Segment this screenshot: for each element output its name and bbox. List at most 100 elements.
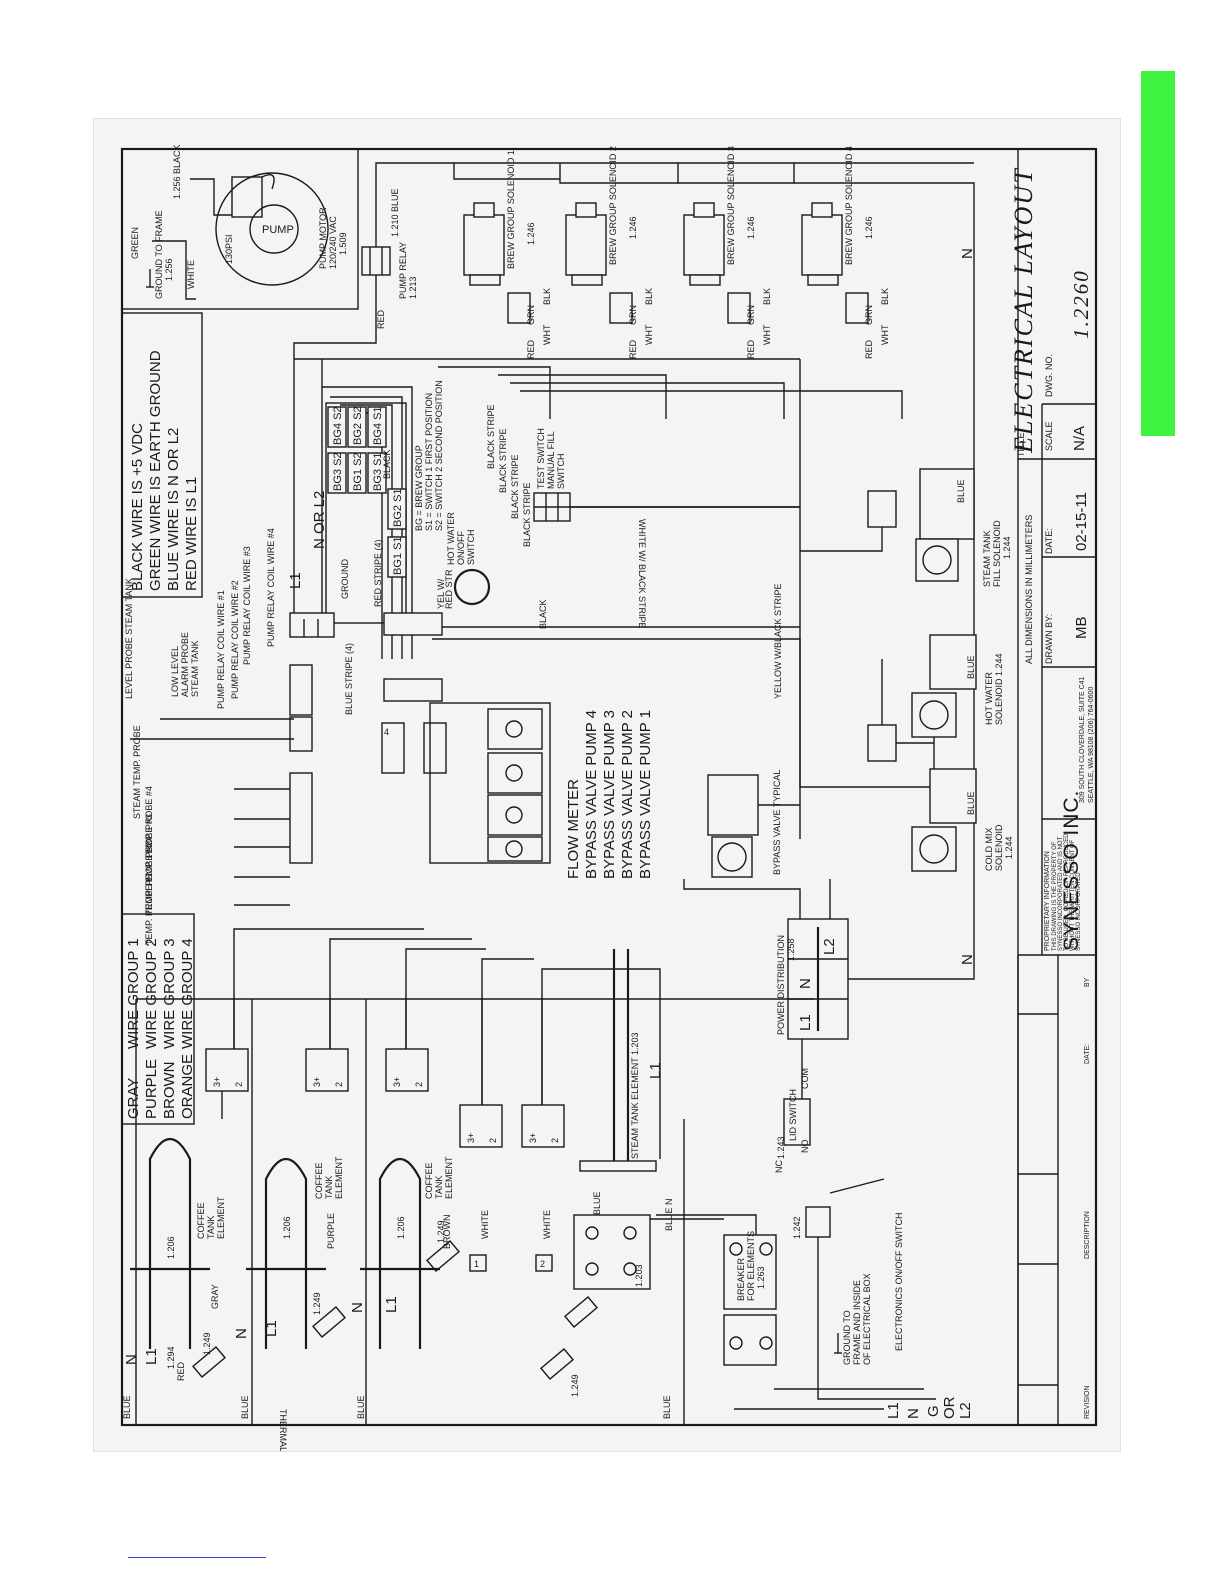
blue-stripe: BLUE STRIPE (4)	[344, 643, 354, 715]
feed-g: G	[925, 1405, 942, 1417]
pump-ground: GROUND TO FRAME	[154, 210, 164, 299]
probe-1: TEMP. PROBE #1	[144, 872, 154, 945]
cold-mix-2: SOLENOID	[994, 824, 1004, 871]
supply-l1: L1	[287, 572, 304, 589]
relay-5-pin-b: 2	[550, 1138, 560, 1143]
bypass-typical: BYPASS VALVE TYPICAL	[772, 770, 782, 875]
wire-harness	[294, 358, 964, 839]
svg-text:BG2 S1: BG2 S1	[392, 488, 404, 527]
thermal-limit: THERMAL LIMIT SWITCH	[278, 1409, 288, 1451]
lid-com: COM	[800, 1068, 810, 1089]
relay-2-pin-a: 3+	[312, 1077, 322, 1087]
proprietary-3: TO BE USED, COPIED OR REPRODUCED	[1064, 833, 1070, 951]
ground-box-2: FRAME AND INSIDE	[852, 1280, 862, 1365]
bg-key-3: S2 = SWITCH 2 SECOND POSITION	[434, 380, 444, 531]
dims-note: ALL DIMENSIONS IN MILLIMETERS	[1024, 515, 1034, 664]
probe-3: TEMP. PROBE #3	[144, 814, 154, 887]
electronics-switch	[805, 1206, 831, 1238]
sol1-red: RED	[526, 339, 536, 359]
company-address-1: 309 SOUTH CLOVERDALE, SUITE C41	[1079, 676, 1086, 803]
tag-bg1-s1	[387, 536, 407, 578]
coffee-1b: TANK	[206, 1216, 216, 1239]
sol3-grn: GRN	[746, 305, 756, 325]
probe-steam: STEAM TEMP. PROBE	[132, 725, 142, 819]
group-color-1: GRAY	[125, 1078, 142, 1119]
tag-bg1-s2	[347, 452, 367, 494]
lid-nc: NC	[774, 1160, 784, 1173]
wire-red: RED	[176, 1361, 186, 1381]
brew-solenoid-3-label: BREW GROUP SOLENOID 3	[726, 146, 736, 265]
brew-solenoids: BREW GROUP SOLENOID 1 1.246 GRN BLK WHT …	[453, 146, 976, 980]
hot-water-2: SOLENOID 1.244	[994, 653, 1004, 725]
ground-box-3: OF ELECTRICAL BOX	[862, 1273, 872, 1365]
cold-mix-1: COLD MIX	[984, 827, 994, 871]
coffee-3b: TANK	[434, 1176, 444, 1199]
black-stripe-4: BLACK STRIPE	[522, 482, 532, 547]
relay-4-pin-b: 2	[488, 1138, 498, 1143]
dwg-number: 1.2260	[1069, 269, 1093, 339]
low-level-2: ALARM PROBE	[180, 632, 190, 697]
misc-label-1: 1	[474, 1259, 479, 1269]
coffee-1a: COFFEE	[196, 1202, 206, 1239]
feed-l2: L2	[957, 1402, 974, 1419]
brew-solenoid-3-part: 1.246	[746, 216, 756, 239]
breaker-2: FOR ELEMENTS	[746, 1231, 756, 1301]
wire-blue: BLUE	[592, 1191, 602, 1215]
controller-terminals: 4	[289, 612, 447, 864]
electrical-layout-diagram: .ln{stroke:#1a1a1a;fill:none;stroke-widt…	[120, 144, 1098, 1451]
tag-bg3-s2	[327, 452, 347, 494]
company-name: SYNESSO INC.	[1060, 790, 1083, 951]
sol1-blk: BLK	[542, 288, 552, 305]
dwg-label: DWG. NO.	[1044, 354, 1054, 397]
feed-blue-4: BLUE	[662, 1395, 672, 1419]
brew-solenoid-3: BREW GROUP SOLENOID 3 1.246 GRN BLK WHT …	[683, 146, 772, 359]
steam-fill-1: STEAM TANK	[982, 530, 992, 587]
test-switch-1: TEST SWITCH	[536, 428, 546, 489]
brew-solenoid-4-label: BREW GROUP SOLENOID 4	[844, 146, 854, 265]
pump-relay-label: PUMP RELAY	[398, 242, 408, 299]
lid-switch	[783, 1098, 811, 1146]
brew-solenoid-4: BREW GROUP SOLENOID 4 1.246 GRN BLK WHT …	[801, 146, 890, 359]
coffee-2b: TANK	[324, 1176, 334, 1199]
neutral-bottom: N	[959, 954, 976, 965]
steam-element: STEAM TANK ELEMENT 1.203	[630, 1032, 640, 1159]
svg-text:BG4 S1: BG4 S1	[372, 406, 384, 445]
hot-water-switch-1: HOT WATER	[446, 512, 456, 565]
pump-white: WHITE	[186, 260, 196, 289]
pump-ground-part: 1.256	[164, 258, 174, 281]
bg-key-1: BG = BREW GROUP	[414, 445, 424, 531]
bypass-pump-1: BYPASS VALVE PUMP 1	[637, 710, 654, 879]
sol4-red: RED	[864, 339, 874, 359]
feed-l1: L1	[885, 1402, 902, 1419]
svg-text:BG2 S2: BG2 S2	[352, 406, 364, 445]
wire-gray: GRAY	[210, 1284, 220, 1309]
svg-text:BG3 S1: BG3 S1	[372, 452, 384, 491]
sol2-red: RED	[628, 339, 638, 359]
ground-label: GROUND	[340, 559, 350, 599]
sol2-grn: GRN	[628, 305, 638, 325]
power-dist-label: POWER DISTRIBUTION	[776, 935, 786, 1035]
proprietary-2: SYNESSO INCORPORATED AND IS NOT	[1058, 836, 1064, 951]
switch-black: BLACK	[382, 449, 392, 479]
heating-elements: COFFEE TANK ELEMENT COFFEE TANK ELEMENT …	[130, 949, 664, 1451]
feed-or: OR	[941, 1396, 958, 1419]
legend-line-1: BLACK WIRE IS +5 VDC	[129, 423, 146, 591]
level-probe: LEVEL PROBE STEAM TANK	[124, 578, 134, 699]
bypass-pump-4: BYPASS VALVE PUMP 4	[583, 710, 600, 879]
electronics-part: 1.242	[792, 1216, 802, 1239]
coil-wire-3: PUMP RELAY COIL WIRE #3	[242, 546, 252, 665]
power-distribution: POWER DISTRIBUTION 1.258 L1 N L2	[776, 879, 849, 1119]
schematic-sheet: .ln{stroke:#1a1a1a;fill:none;stroke-widt…	[93, 118, 1121, 1452]
relay-5-pin-a: 3+	[528, 1133, 538, 1143]
wire-white-2: WHITE	[542, 1210, 552, 1239]
water-valves: STEAM TANK FILL SOLENOID 1.244 BLUE HOT …	[800, 468, 1014, 872]
svg-text:BG1 S2: BG1 S2	[352, 452, 364, 491]
brew-solenoid-1-part: 1.246	[526, 222, 536, 245]
misc-label-4: 4	[384, 727, 389, 737]
sol2-wht: WHT	[644, 324, 654, 345]
black-stripe-2: BLACK STRIPE	[498, 428, 508, 493]
legend-line-3: BLUE WIRE IS N OR L2	[165, 428, 182, 591]
brew-solenoid-2-part: 1.246	[628, 216, 638, 239]
tag-bg2-s1	[387, 488, 407, 530]
coil-wire-4: PUMP RELAY COIL WIRE #4	[266, 528, 276, 647]
